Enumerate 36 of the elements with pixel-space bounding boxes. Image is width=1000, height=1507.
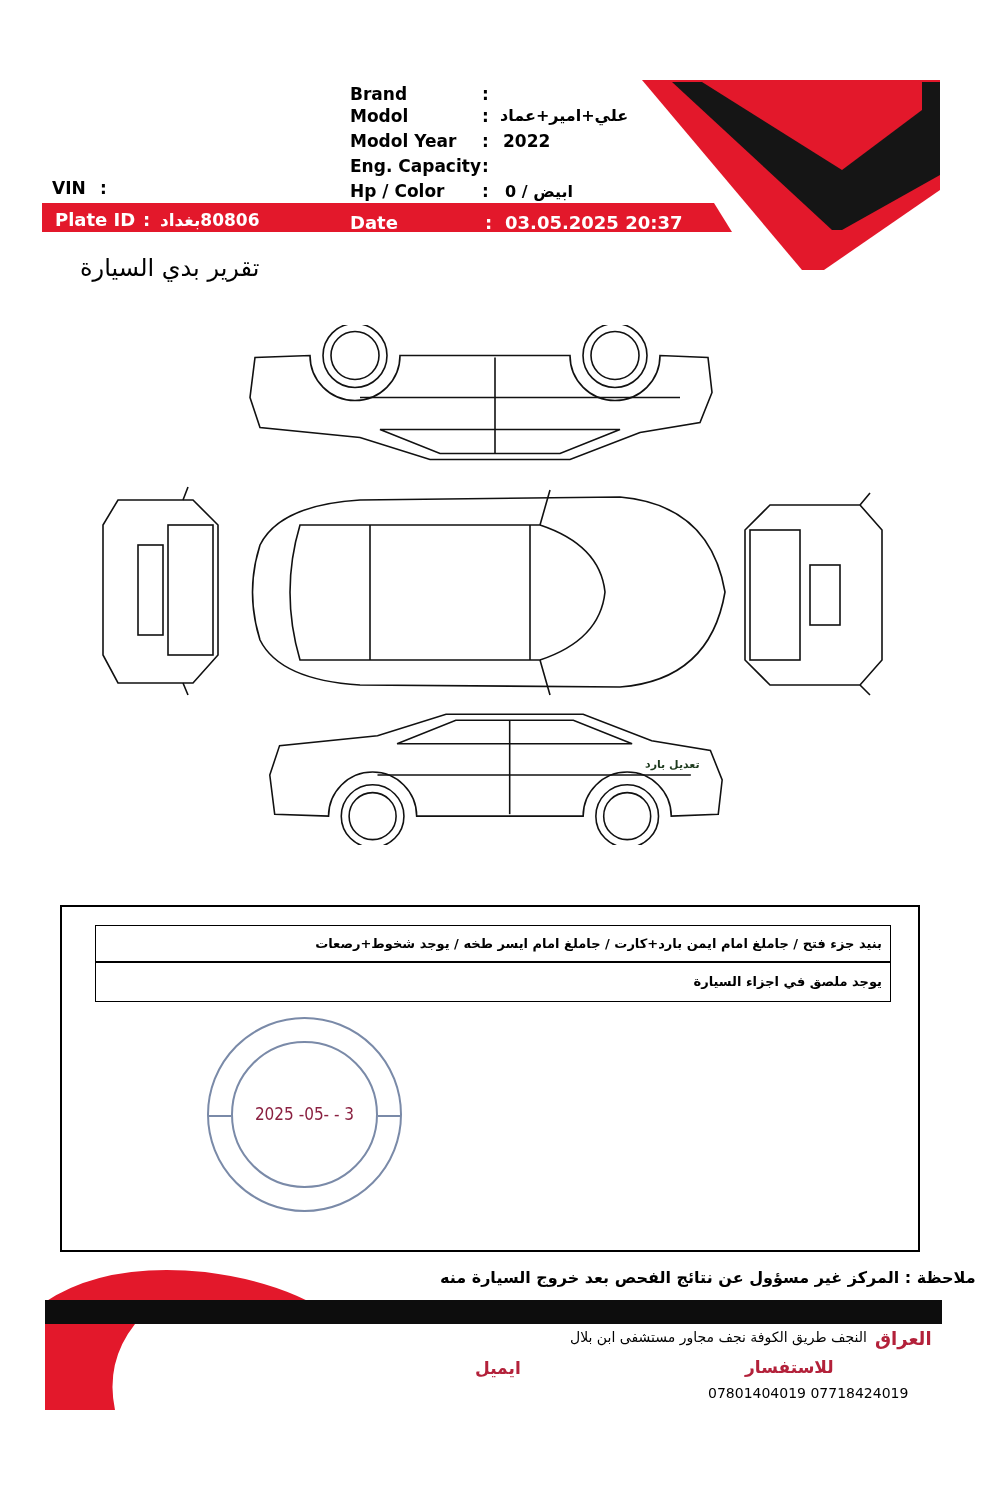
finding-text: يوجد ملصق في اجزاء السيارة bbox=[693, 973, 882, 992]
field-value: 80806بغداد bbox=[160, 209, 260, 232]
field-label: Hp / Color bbox=[350, 180, 445, 203]
separator: : bbox=[143, 208, 151, 232]
field-label: Date bbox=[350, 211, 398, 235]
separator: : bbox=[100, 177, 107, 200]
field-label: VIN bbox=[52, 177, 86, 200]
separator: : bbox=[482, 155, 489, 178]
email-label: ايميل bbox=[475, 1357, 521, 1380]
field-label: Brand bbox=[350, 83, 408, 106]
separator: : bbox=[482, 130, 489, 153]
title: تقرير بدي السيارة bbox=[80, 253, 260, 284]
stamp-date: 2025 -05- - 3 bbox=[254, 1102, 355, 1126]
separator: : bbox=[485, 211, 493, 235]
field-label: Eng. Capacity bbox=[350, 155, 481, 178]
country-label: العراق bbox=[875, 1327, 932, 1352]
finding-row bbox=[95, 962, 891, 1002]
inquiry-label: للاستفسار bbox=[745, 1356, 834, 1379]
field-label: Modol bbox=[350, 105, 409, 128]
field-value: ابيض / 0 bbox=[505, 181, 573, 203]
damage-note: تعديل بارد bbox=[645, 757, 700, 773]
field-value: 2022 bbox=[503, 130, 551, 153]
finding-row bbox=[95, 925, 891, 962]
phone-numbers: 07801404019 07718424019 bbox=[708, 1384, 909, 1403]
address-text: النجف طريق الكوفة نجف مجاور مستشفى ابن بلال bbox=[570, 1328, 867, 1348]
field-value: 03.05.2025 20:37 bbox=[505, 211, 683, 235]
stamp bbox=[207, 1017, 402, 1212]
field-label: Modol Year bbox=[350, 130, 457, 153]
field-value: علي+امير+عماد bbox=[500, 105, 629, 128]
separator: : bbox=[482, 83, 489, 106]
field-label: Plate ID bbox=[55, 208, 136, 232]
findings-frame bbox=[60, 905, 920, 1252]
separator: : bbox=[482, 180, 489, 203]
disclaimer-note: ملاحظة : المركز غير مسؤول عن نتائج الفحص بعد خروج السيارة منه bbox=[440, 1267, 976, 1289]
finding-text: بنيد جزء فتح / جاملغ امام ايمن بارد+كارت / جاملغ امام ايسر طخه / يوجد شخوط+رصعات bbox=[315, 934, 882, 954]
separator: : bbox=[482, 105, 489, 128]
